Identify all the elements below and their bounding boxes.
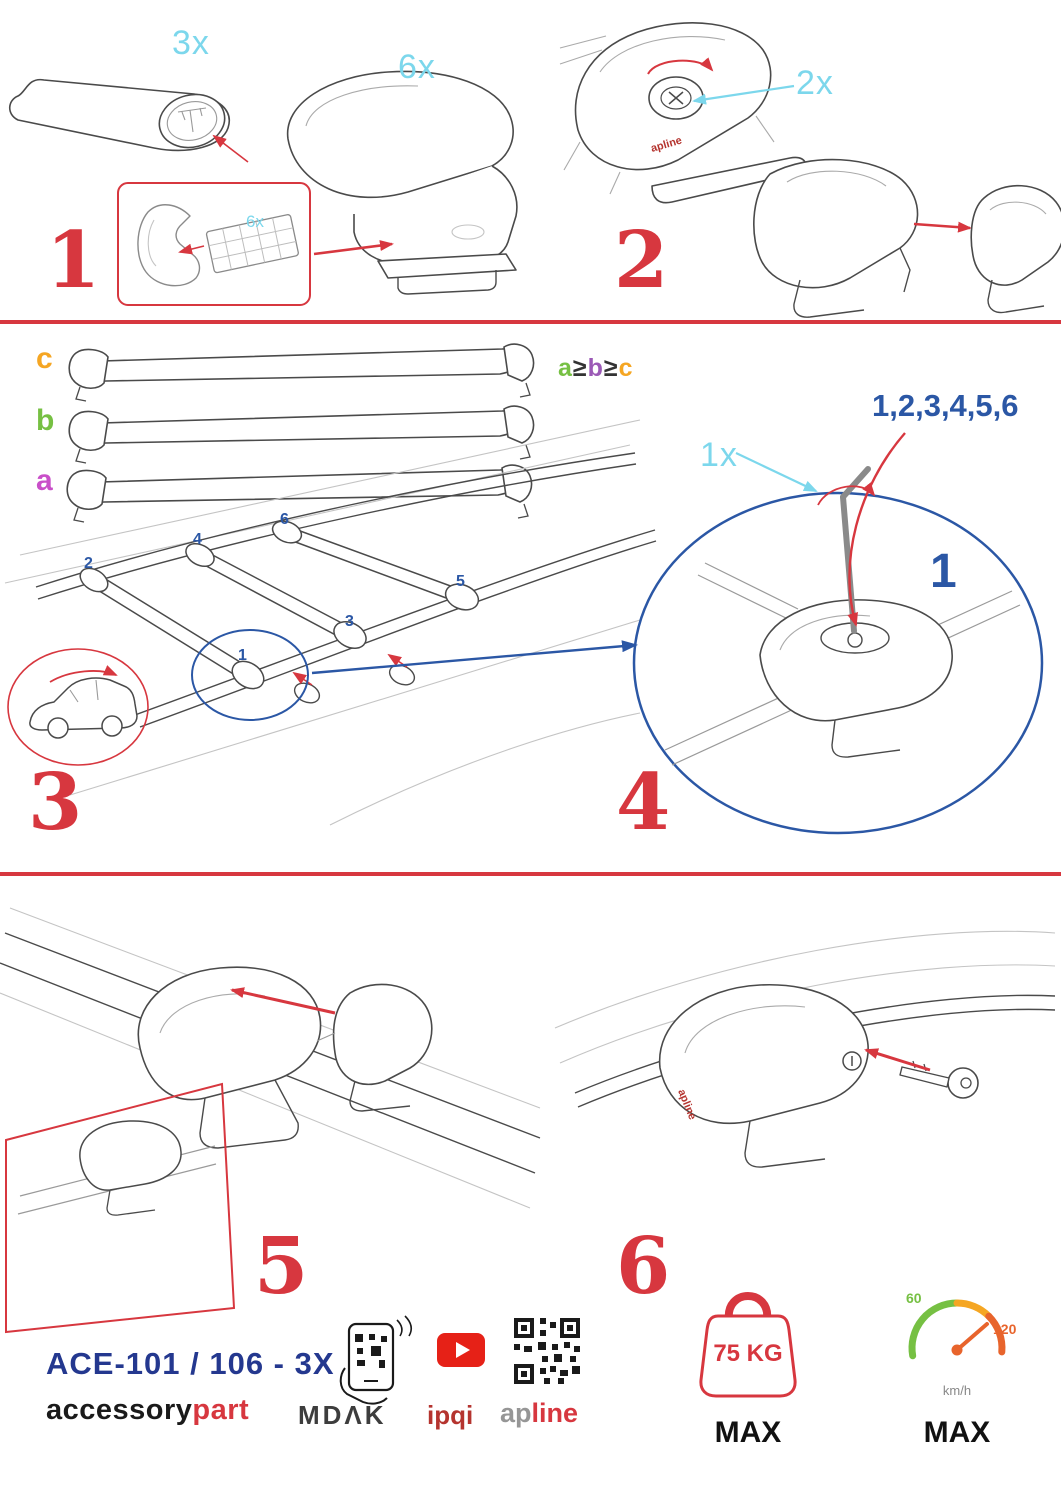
rotate-arrow xyxy=(647,57,714,75)
phone-qr-icon xyxy=(339,1315,413,1405)
product-code: ACE-101 / 106 - 3X xyxy=(46,1346,335,1381)
step-5-number: 5 xyxy=(254,1221,309,1312)
step-1-number: 1 xyxy=(46,215,101,306)
bar-b-label: b xyxy=(36,404,55,437)
bar-position-label-3: 3 xyxy=(345,613,354,630)
mdak-logo: MDΛK xyxy=(298,1400,387,1430)
pad-quantity-label: 6x xyxy=(246,212,264,231)
steps-5-6-illustrations: apline xyxy=(0,907,1056,1405)
torque-key-detail-drawing xyxy=(632,432,1044,835)
size-rule-text: a≥b≥c xyxy=(558,356,634,381)
bar-position-label-5: 5 xyxy=(456,573,465,590)
crossbar-b-drawing xyxy=(68,405,535,464)
rule-a: a xyxy=(558,354,573,382)
steps-3-4-illustrations xyxy=(4,343,1044,835)
qty-2x-arrow xyxy=(692,84,795,105)
roof-crossbar-front xyxy=(79,567,265,690)
ap-text: ap xyxy=(500,1398,532,1428)
bar-c-label: c xyxy=(36,342,53,375)
accessory-text: accessory xyxy=(46,1394,193,1426)
foot-drawing xyxy=(286,70,518,295)
key-arrow xyxy=(864,1048,931,1072)
key-drawing xyxy=(899,1060,979,1099)
line-text: line xyxy=(531,1398,579,1428)
car-inset xyxy=(7,648,149,766)
bar-position-label-1: 1 xyxy=(238,647,247,664)
lock-quantity-label: 2x xyxy=(796,64,834,102)
bar-position-label-4: 4 xyxy=(193,531,202,548)
section-divider-2 xyxy=(0,872,1061,876)
part-text: part xyxy=(192,1394,250,1426)
speedometer-icon xyxy=(908,1299,1006,1360)
slide-arrow xyxy=(913,221,972,233)
installed-overview-inset xyxy=(5,1082,236,1334)
key-lock-drawing: apline xyxy=(554,930,1056,1168)
roof-crossbar-rear xyxy=(271,520,480,611)
clamp-install-drawing xyxy=(0,907,541,1209)
step-3-number: 3 xyxy=(28,757,83,848)
inset-to-foot-arrow xyxy=(313,240,394,256)
position-1-big-label: 1 xyxy=(930,545,957,598)
speed-min-tick: 60 xyxy=(906,1290,922,1306)
bar-a-label: a xyxy=(36,464,53,497)
rule-geq1: ≥ xyxy=(572,354,588,382)
rubber-pad-drawing xyxy=(205,214,299,274)
weight-limit-value: 75 KG xyxy=(713,1340,783,1367)
zoom-circle xyxy=(632,491,1044,835)
qty-1x-arrow xyxy=(735,452,818,492)
tighten-sequence-label: 1,2,3,4,5,6 xyxy=(872,388,1019,423)
aero-bar-drawing xyxy=(8,78,249,163)
foot-quantity-label: 6x xyxy=(398,48,436,86)
clamp-arrow xyxy=(230,987,336,1015)
rotate-arrow xyxy=(817,482,876,506)
qr-code-icon xyxy=(514,1318,580,1384)
rule-geq2: ≥ xyxy=(603,354,619,382)
sequence-arrow xyxy=(847,432,906,627)
rule-c: c xyxy=(618,354,634,382)
steps-1-2-illustrations: apline xyxy=(8,22,1061,318)
bar-position-label-6: 6 xyxy=(280,511,289,528)
lock-foot-drawing: apline xyxy=(559,22,775,195)
rule-b: b xyxy=(587,354,604,382)
pad-detail-inset xyxy=(117,182,311,306)
step-4-number: 4 xyxy=(616,757,671,848)
speed-max-label: MAX xyxy=(923,1416,991,1449)
weight-limit-icon xyxy=(699,1292,797,1398)
foot-cover-assembly-drawing xyxy=(651,156,1061,318)
speed-unit-label: km/h xyxy=(942,1383,972,1398)
accessorypart-logo: accessorypart xyxy=(46,1396,249,1425)
ipqi-logo: ipqi xyxy=(427,1400,474,1430)
car-roof-drawing xyxy=(4,419,657,826)
youtube-icon xyxy=(437,1333,485,1367)
step-6-number: 6 xyxy=(616,1221,671,1312)
position-1-circle xyxy=(191,629,309,721)
section-divider-1 xyxy=(0,320,1061,324)
key-quantity-label: 1x xyxy=(700,436,738,474)
apline-logo: apline xyxy=(500,1400,578,1427)
bar-quantity-label: 3x xyxy=(172,24,210,62)
zoom-arrow xyxy=(311,640,638,675)
roof-crossbar-middle xyxy=(185,542,367,650)
step-2-number: 2 xyxy=(614,215,669,306)
speed-max-tick: 120 xyxy=(993,1321,1017,1337)
crossbar-c-drawing xyxy=(68,343,535,402)
weight-max-label: MAX xyxy=(714,1416,782,1449)
loose-foot-2 xyxy=(387,653,416,686)
bar-position-label-2: 2 xyxy=(84,555,93,572)
